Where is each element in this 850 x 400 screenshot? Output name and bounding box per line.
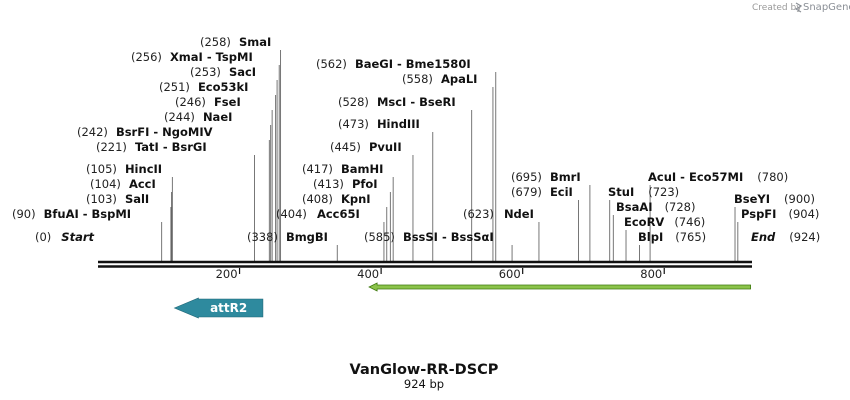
sequence-length: 924 bp: [404, 377, 444, 391]
site-label-hindiii[interactable]: (473)HindIII: [338, 117, 420, 131]
site-label-ecii[interactable]: (679)EciI: [511, 185, 573, 199]
site-label-saci[interactable]: (253)SacI: [190, 65, 256, 79]
site-label-stui[interactable]: StuI(723): [608, 185, 679, 199]
site-label-hincii[interactable]: (105)HincII: [86, 162, 162, 176]
watermark-prefix: Created by: [752, 3, 802, 13]
feature-green-reverse[interactable]: [368, 282, 751, 292]
site-label-bmri[interactable]: (695)BmrI: [511, 170, 581, 184]
site-label-msci-bseri[interactable]: (528)MscI - BseRI: [338, 95, 456, 109]
site-label-pfoi[interactable]: (413)PfoI: [313, 177, 378, 191]
site-label-acc65i[interactable]: (404)Acc65I: [276, 207, 360, 221]
site-label-tati-bsrgi[interactable]: (221)TatI - BsrGI: [96, 140, 207, 154]
ruler-tick-label: 200: [216, 267, 238, 281]
site-label-bsaai[interactable]: BsaAI(728): [616, 200, 696, 214]
site-label-group-middle: (562)BaeGI - Bme1580I (558)ApaLI (528)Ms…: [247, 57, 534, 244]
site-label-acui-eco57mi[interactable]: AcuI - Eco57MI(780): [648, 170, 788, 184]
ruler-tick-label: 600: [499, 267, 521, 281]
site-label-bseyi[interactable]: BseYI(900): [734, 192, 815, 206]
site-leader-lines: [161, 50, 739, 261]
site-label-blpi[interactable]: BlpI(765): [638, 230, 706, 244]
feature-attr2-label: attR2: [210, 301, 247, 315]
watermark-brand: SnapGene: [803, 2, 850, 13]
site-label-naei[interactable]: (244)NaeI: [164, 110, 232, 124]
site-label-bamhi[interactable]: (417)BamHI: [302, 162, 383, 176]
site-label-group-left: (258)SmaI (256)XmaI - TspMI (253)SacI (2…: [12, 35, 271, 244]
site-label-ndei[interactable]: (623)NdeI: [463, 207, 534, 221]
site-label-kpni[interactable]: (408)KpnI: [302, 192, 371, 206]
site-label-fsei[interactable]: (246)FseI: [175, 95, 241, 109]
site-label-smai[interactable]: (258)SmaI: [200, 35, 271, 49]
site-label-xmai-tspmi[interactable]: (256)XmaI - TspMI: [131, 50, 253, 64]
sequence-title: VanGlow-RR-DSCP: [350, 362, 499, 378]
site-label-ecorv[interactable]: EcoRV(746): [624, 215, 705, 229]
ruler-tick-label: 800: [640, 267, 662, 281]
site-label-bmgbi[interactable]: (338)BmgBI: [247, 230, 328, 244]
site-label-acci[interactable]: (104)AccI: [90, 177, 156, 191]
site-label-eco53ki[interactable]: (251)Eco53kI: [159, 80, 248, 94]
site-label-apali[interactable]: (558)ApaLI: [402, 72, 477, 86]
snapgene-watermark: Created by SnapGene: [752, 2, 850, 13]
site-label-baegi-bme1580i[interactable]: (562)BaeGI - Bme1580I: [316, 57, 471, 71]
site-label-end[interactable]: End(924): [751, 230, 820, 244]
site-label-pspfi[interactable]: PspFI(904): [741, 207, 819, 221]
site-label-start[interactable]: (0)Start: [35, 230, 95, 244]
site-label-bsrfi-ngomiv[interactable]: (242)BsrFI - NgoMIV: [77, 125, 213, 139]
dna-backbone: [98, 260, 752, 268]
site-label-pvuii[interactable]: (445)PvuII: [330, 140, 402, 154]
site-label-bfuai-bspmi[interactable]: (90)BfuAI - BspMI: [12, 207, 131, 221]
site-label-sali[interactable]: (103)SalI: [86, 192, 149, 206]
site-label-group-right: (695)BmrI (679)EciI StuI(723) BsaAI(728)…: [511, 170, 820, 244]
site-label-bsssi-bsssai[interactable]: (585)BssSI - BssSαI: [364, 230, 494, 244]
ruler: 200 400 600 800: [216, 267, 665, 281]
snapgene-logo-icon: [794, 2, 803, 13]
ruler-tick-label: 400: [357, 267, 379, 281]
feature-attr2[interactable]: attR2: [173, 297, 264, 319]
